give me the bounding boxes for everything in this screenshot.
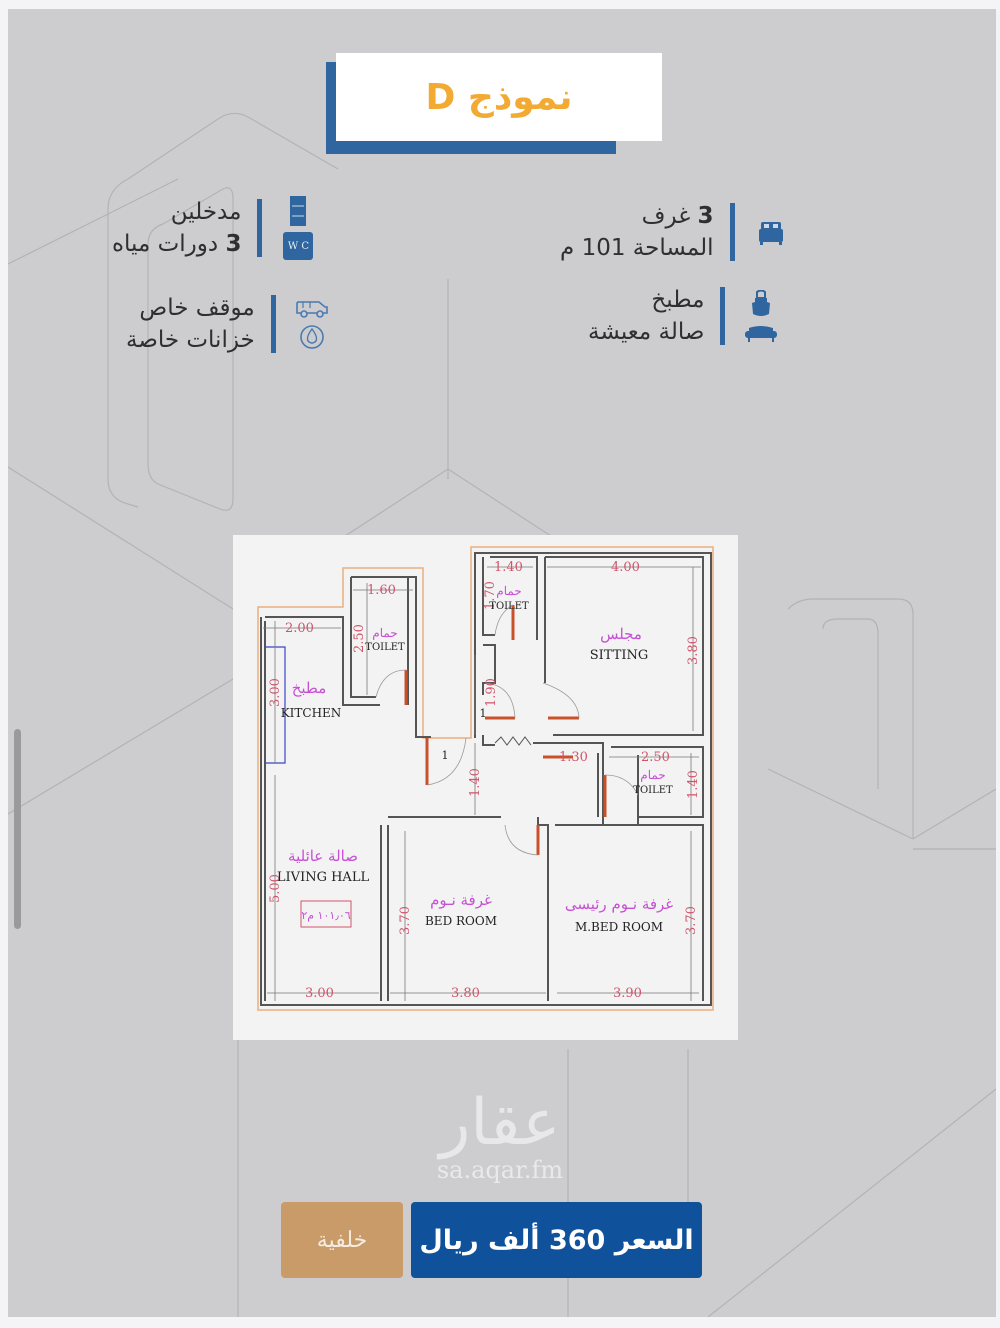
dim-mbed-height: 3.70 [684,906,699,935]
dim-bed-height: 3.70 [398,906,413,935]
room-toilet2-ar: حمام [496,584,521,598]
dim-toilet2-height: 1.70 [483,581,498,610]
feature-parking-tanks: موقف خاص خزانات خاصة [126,292,332,356]
room-sitting-ar: مجلس [600,625,642,643]
floor-plan-drawing: 2.00 1.60 1.40 4.00 2.50 1.30 3.00 3.80 … [257,546,714,1011]
title-box: نموذج D [336,53,662,141]
feature-divider [720,287,726,345]
room-toilet3-ar: حمام [640,768,665,782]
toilets-count: 3 [225,231,242,257]
room-bed-en: BED ROOM [425,914,497,928]
room-bed-ar: غرفة نـوم [430,891,492,909]
door-mark: 1 [442,749,449,762]
tanks-label: خزانات خاصة [126,327,255,353]
feature-entrances-toilets-text: مدخلين 3 دورات مياه [112,196,241,260]
watermark-url: sa.aqar.fm [436,1156,564,1184]
feature-parking-tanks-text: موقف خاص خزانات خاصة [126,292,255,356]
feature-divider [729,203,735,261]
dim-sitting-height: 3.80 [686,636,701,665]
room-living-en: LIVING HALL [277,870,370,885]
dim-toilet3-width: 2.50 [641,750,670,765]
bed-icon [758,222,783,245]
dim-toilet1-height: 2.50 [352,624,367,653]
dim-living-width: 3.00 [305,986,334,1001]
dim-sitting-width: 4.00 [611,560,640,575]
water-tank-icon [299,325,324,349]
toilets-label: دورات مياه [112,231,219,257]
car-icon [295,301,328,318]
watermark: عقار sa.aqar.fm [420,1090,580,1184]
room-toilet2-en: TOILET [489,601,529,612]
room-mbed-ar: غرفة نـوم رئيسى [565,895,673,913]
feature-divider [257,199,263,257]
dim-corridor-height2: 1.40 [468,768,483,797]
watermark-logo: عقار [439,1086,561,1160]
room-toilet1-en: TOILET [365,642,405,653]
price-button[interactable]: السعر 360 ألف ريال [411,1202,702,1278]
feature-entrances-toilets: مدخلين 3 دورات مياه W C [112,196,318,260]
feature-rooms-area-text: 3 غرف المساحة 101 م [560,200,714,264]
dim-toilet1-width: 1.60 [367,583,396,598]
dim-kitchen-width: 2.00 [285,621,314,636]
dim-bed-width: 3.80 [451,986,480,1001]
dim-kitchen-height: 3.00 [268,678,283,707]
dim-mbed-width: 3.90 [613,986,642,1001]
door-mark: 1 [480,707,487,720]
rooms-label: غرف [641,203,691,229]
page-title: نموذج D [425,76,573,118]
dim-toilet2-width: 1.40 [494,560,523,575]
feature-divider [270,295,276,353]
dim-corridor-width: 1.30 [559,750,588,765]
room-kitchen-ar: مطبخ [292,679,327,697]
kitchen-label: مطبخ [651,287,705,313]
door-icon [290,196,307,226]
parking-label: موقف خاص [139,295,255,321]
living-label: صالة معيشة [588,319,705,345]
feature-kitchen-living-text: مطبخ صالة معيشة [588,284,704,348]
background-button[interactable]: خلفية [281,1202,403,1278]
room-toilet1-ar: حمام [372,626,397,640]
wc-icon: W C [283,232,314,260]
apron-icon [752,290,771,316]
room-kitchen-en: KITCHEN [281,706,342,720]
area-tag: ١٠١٫٠٦ م٢ [301,909,350,922]
scrollbar[interactable] [14,729,21,929]
dim-corridor-height: 1.90 [484,678,499,707]
entrances-label: مدخلين [170,199,242,225]
floor-plan: 2.00 1.60 1.40 4.00 2.50 1.30 3.00 3.80 … [233,535,738,1040]
room-sitting-en: SITTING [590,648,649,663]
dim-living-height: 5.00 [268,874,283,903]
area-label: المساحة 101 م [560,235,714,261]
room-living-ar: صالة عائلية [288,847,358,865]
feature-kitchen-living: مطبخ صالة معيشة [588,284,781,348]
dim-toilet3-height: 1.40 [686,770,701,799]
room-toilet3-en: TOILET [633,785,673,796]
rooms-count: 3 [697,203,714,229]
feature-rooms-area: 3 غرف المساحة 101 م [560,200,791,264]
sofa-icon [745,326,778,342]
room-mbed-en: M.BED ROOM [575,920,663,934]
